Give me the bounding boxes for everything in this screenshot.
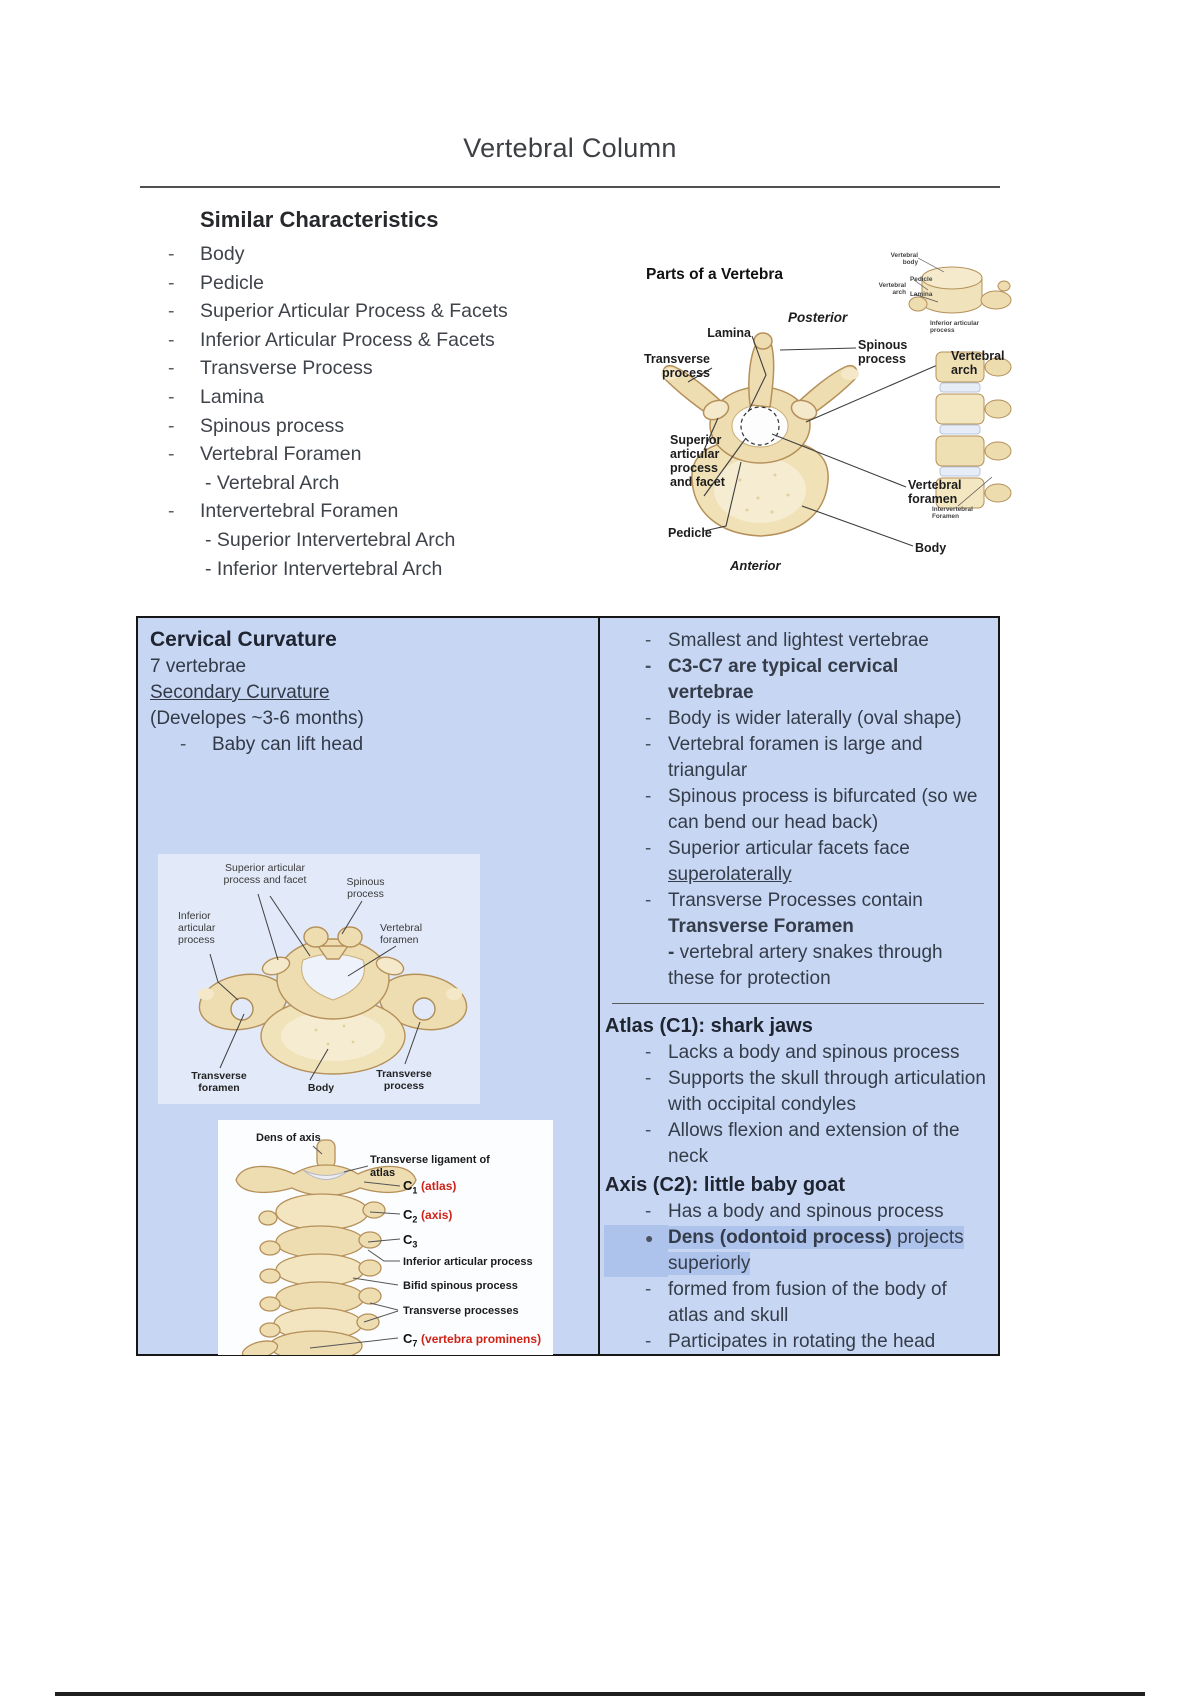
bullet-item: -Vertebral foramen is large and triangul… bbox=[645, 734, 923, 781]
title-divider bbox=[140, 186, 1000, 188]
spinous-process-label: Spinous process bbox=[346, 876, 385, 901]
bullet-item: -Lacks a body and spinous process bbox=[645, 1042, 960, 1063]
axis-heading: Axis (C2): little baby goat bbox=[605, 1174, 846, 1196]
box-right-column: -Smallest and lightest vertebrae -C3-C7 … bbox=[598, 618, 998, 1354]
pedicle-label: Pedicle bbox=[668, 526, 712, 540]
bullet-item: -Smallest and lightest vertebrae bbox=[645, 630, 929, 651]
list-item: -Intervertebral Foramen bbox=[168, 500, 399, 523]
superior-articular-label: Superior articular process and facet bbox=[670, 433, 725, 489]
body-label: Body bbox=[915, 541, 947, 555]
dens-of-axis-label: Dens of axis bbox=[256, 1132, 321, 1144]
transverse-process-label: Transverse process bbox=[376, 1068, 432, 1093]
bullet-item: -Body is wider laterally (oval shape) bbox=[645, 708, 962, 729]
c3-label: C3 bbox=[403, 1232, 418, 1250]
figure-title: Parts of a Vertebra bbox=[646, 266, 783, 283]
bullet-item: -Participates in rotating the head bbox=[645, 1331, 936, 1352]
page-bottom-edge bbox=[55, 1692, 1145, 1696]
transverse-processes-label: Transverse processes bbox=[403, 1305, 519, 1317]
sub-note: - vertebral artery snakes through these … bbox=[668, 942, 943, 989]
inferior-articular-label: Inferior articular process bbox=[178, 910, 216, 947]
secondary-curvature-line: Secondary Curvature bbox=[150, 682, 330, 703]
similar-characteristics-list: -Body -Pedicle -Superior Articular Proce… bbox=[160, 240, 620, 583]
inset-vertebral-body-label: Vertebral body bbox=[890, 252, 918, 267]
section-divider bbox=[612, 1003, 984, 1004]
c7-vertebra-prominens-label: C7 (vertebra prominens) bbox=[403, 1331, 542, 1349]
list-item: -Transverse Process bbox=[168, 357, 373, 380]
cervical-spine-diagram: Dens of axis Transverse ligament of atla… bbox=[218, 1120, 553, 1355]
bullet-item: -Has a body and spinous process bbox=[645, 1201, 944, 1222]
list-item: -Inferior Articular Process & Facets bbox=[168, 328, 495, 351]
anterior-label: Anterior bbox=[730, 558, 781, 573]
posterior-label: Posterior bbox=[788, 310, 848, 325]
body-label: Body bbox=[307, 1082, 335, 1094]
list-sub-item: - Vertebral Arch bbox=[205, 471, 340, 494]
cervical-spine-illustration bbox=[235, 1139, 417, 1355]
vertebral-foramen-label: Vertebral foramen bbox=[380, 922, 423, 947]
list-item: -Spinous process bbox=[168, 414, 345, 437]
bullet-item: -Spinous process is bifurcated (so we ca… bbox=[645, 786, 978, 833]
baby-bullet: -Baby can lift head bbox=[150, 732, 598, 758]
transverse-ligament-label: Transverse ligament of atlas bbox=[370, 1154, 490, 1179]
bullet-item: -Superior articular facets face superola… bbox=[645, 838, 910, 885]
list-sub-item: - Superior Intervertebral Arch bbox=[205, 528, 456, 551]
superior-articular-label: Superior articular process and facet bbox=[223, 862, 307, 887]
list-item: -Vertebral Foramen bbox=[168, 443, 362, 466]
box-left-column: Cervical Curvature 7 vertebrae Secondary… bbox=[138, 618, 598, 1354]
bold-term: Transverse Foramen bbox=[668, 916, 854, 937]
bullet-item: -Supports the skull through articulation… bbox=[645, 1068, 986, 1115]
cervical-curvature-box: Cervical Curvature 7 vertebrae Secondary… bbox=[136, 616, 1000, 1356]
spinous-process-label: Spinous process bbox=[858, 338, 908, 366]
list-sub-item: - Inferior Intervertebral Arch bbox=[205, 557, 443, 580]
transverse-foramen-label: Transverse foramen bbox=[191, 1070, 247, 1095]
lamina-label: Lamina bbox=[707, 326, 751, 340]
vertebrae-count: 7 vertebrae bbox=[150, 656, 247, 677]
c1-atlas-label: C1 (atlas) bbox=[403, 1178, 457, 1196]
vertebra-axial-illustration bbox=[661, 257, 1012, 547]
vertebral-foramen-label: Vertebral foramen bbox=[908, 478, 962, 506]
bullet-item: -Allows flexion and extension of the nec… bbox=[645, 1120, 960, 1167]
cervical-curvature-heading: Cervical Curvature bbox=[150, 628, 337, 651]
atlas-heading: Atlas (C1): shark jaws bbox=[605, 1015, 813, 1037]
inset-pedicle-label: Pedicle bbox=[910, 276, 933, 283]
bullet-item: -C3-C7 are typical cervical vertebrae bbox=[645, 656, 899, 703]
highlighted-text: Dens (odontoid process) projects superio… bbox=[668, 1226, 964, 1275]
inset-inferior-articular-label: Inferior articular process bbox=[930, 320, 980, 335]
cervical-vertebra-illustration bbox=[198, 893, 468, 1081]
list-item: -Pedicle bbox=[168, 271, 264, 294]
develops-line: (Developes ~3-6 months) bbox=[150, 708, 364, 729]
c2-axis-label: C2 (axis) bbox=[403, 1207, 453, 1225]
bullet-item-highlighted: ●Dens (odontoid process) projects superi… bbox=[604, 1225, 988, 1277]
list-item: -Lamina bbox=[168, 385, 264, 408]
cervical-vertebra-diagram: Superior articular process and facet Spi… bbox=[158, 854, 480, 1104]
transverse-process-label: Transverse process bbox=[643, 352, 710, 380]
list-item: -Superior Articular Process & Facets bbox=[168, 300, 508, 323]
inferior-articular-process-label: Inferior articular process bbox=[403, 1256, 533, 1268]
dash-bullet: - bbox=[180, 734, 187, 755]
bifid-spinous-label: Bifid spinous process bbox=[403, 1280, 518, 1292]
list-item: -Body bbox=[160, 240, 620, 269]
inset-lamina-label: Lamina bbox=[910, 291, 933, 298]
similar-characteristics-heading: Similar Characteristics bbox=[200, 207, 439, 232]
bullet-item: -Transverse Processes contain Transverse… bbox=[645, 890, 923, 937]
bullet-item: -formed from fusion of the body of atlas… bbox=[645, 1279, 947, 1326]
inset-intervertebral-foramen-label: Intervertebral Foramen bbox=[932, 506, 973, 521]
inset-vertebral-arch-label: Vertebral arch bbox=[878, 282, 906, 297]
parts-of-vertebra-figure: Parts of a Vertebra Posterior Lamina Spi… bbox=[600, 240, 1020, 575]
underlined-term: superolaterally bbox=[668, 864, 792, 885]
vertebral-arch-label: Vertebral arch bbox=[951, 349, 1005, 377]
page-title: Vertebral Column bbox=[463, 133, 677, 163]
dash-bullet: - bbox=[168, 243, 175, 265]
